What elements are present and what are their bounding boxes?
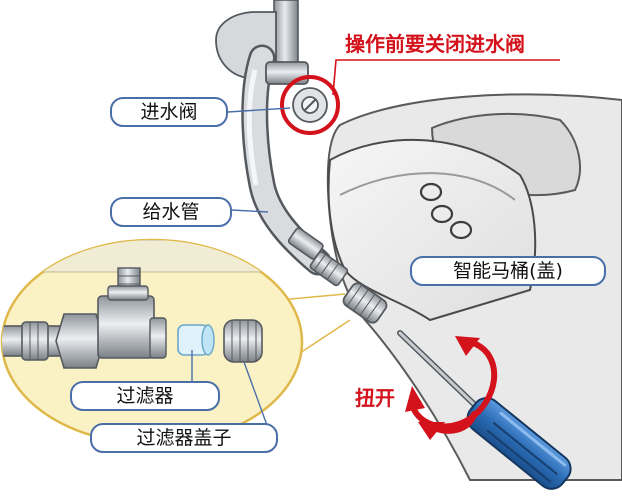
supply-pipe-drawing [215,0,388,324]
shutoff-valve-icon [280,75,340,135]
screwdriver-icon [397,330,572,490]
inlet-valve-label: 进水阀 [110,97,228,127]
toilet-lid-label: 智能马桶(盖) [410,256,606,286]
filter-cap-label: 过滤器盖子 [90,423,278,453]
warning-label: 操作前要关闭进水阀 [345,32,525,56]
filter-inset [0,238,304,446]
rotate-arrow-icon [405,336,498,440]
rotate-open-label: 扭开 [355,386,395,410]
filter-label: 过滤器 [70,381,220,411]
supply-pipe-label: 给水管 [110,197,232,227]
